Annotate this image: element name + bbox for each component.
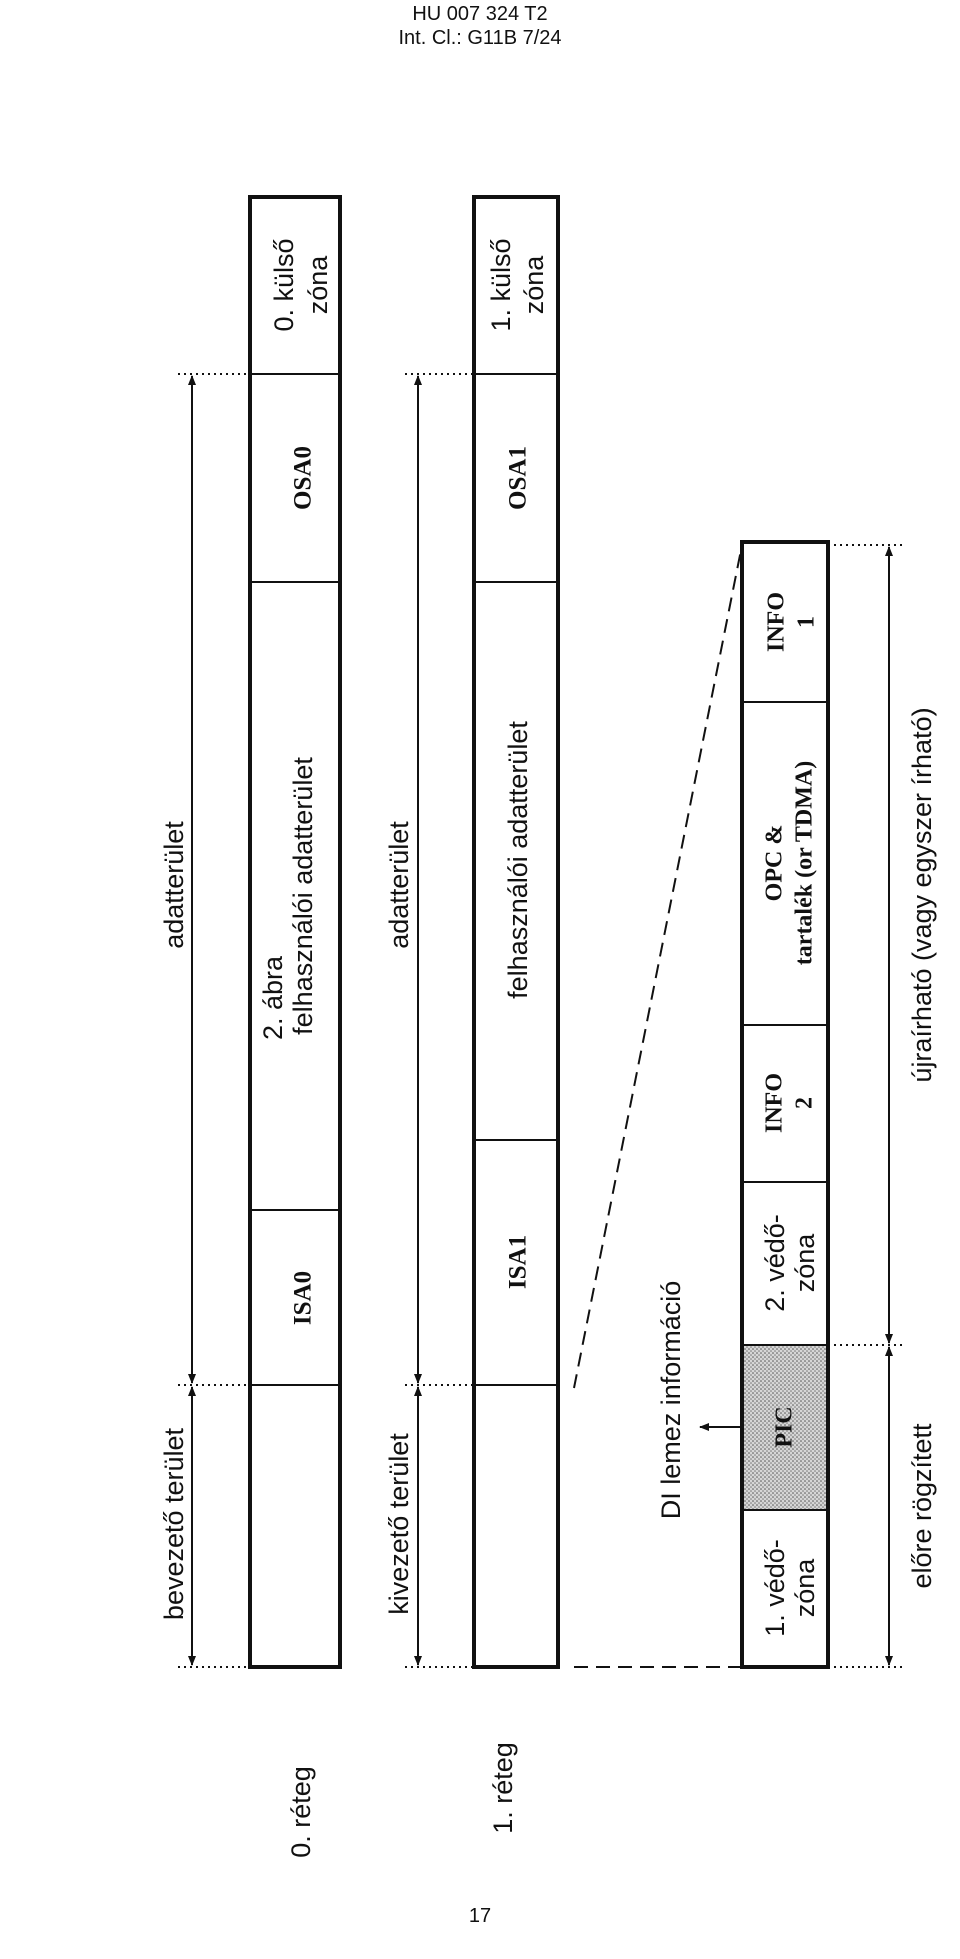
classification: Int. Cl.: G11B 7/24 <box>398 27 562 49</box>
layer1-osa: OSA1 <box>505 446 532 510</box>
figure-title: 2. ábra <box>258 955 288 1040</box>
layer0-bar <box>248 195 342 1669</box>
pic-label: PIC <box>772 1406 798 1447</box>
layer0-leadin-label: bevezető terület <box>159 1427 189 1620</box>
info2-line2: 2 <box>792 1097 818 1109</box>
layer1-isa: ISA1 <box>505 1235 532 1289</box>
guard1-line1: 1. védő- <box>760 1539 790 1637</box>
prerecorded-label: előre rögzített <box>907 1423 937 1589</box>
layer0-boundary-lines <box>178 373 250 1668</box>
layer1-boundary-lines <box>405 373 474 1668</box>
page-number: 17 <box>468 1905 492 1927</box>
guard2-line2: zóna <box>790 1233 820 1293</box>
info2-line1: INFO <box>762 1073 788 1133</box>
layer1-outer-zone-line2: zóna <box>519 255 549 315</box>
layer0-isa: ISA0 <box>290 1271 317 1325</box>
layer0-user-area: felhasználói adatterület <box>288 757 318 1035</box>
guard2-line1: 2. védő- <box>760 1214 790 1312</box>
detail-boundary-lines <box>828 544 905 1668</box>
opc-line2: tartalék (or TDMA) <box>792 761 818 965</box>
layer0-osa: OSA0 <box>290 446 317 510</box>
layer1-data-area-label: adatterület <box>384 821 414 949</box>
zoom-line-upper <box>573 544 743 1389</box>
info1-line2: 1 <box>794 616 820 628</box>
layer0-label: 0. réteg <box>286 1766 316 1858</box>
layer0-outer-zone-line2: zóna <box>303 255 333 315</box>
layer1-user-area: felhasználói adatterület <box>503 721 533 999</box>
pic-zone-fill <box>742 1345 828 1510</box>
opc-line1: OPC & <box>762 825 788 902</box>
layer0-data-area-label: adatterület <box>159 821 189 949</box>
guard1-line2: zóna <box>790 1558 820 1618</box>
info1-line1: INFO <box>764 592 790 652</box>
detail-bar <box>740 540 830 1669</box>
di-info-label: DI lemez információ <box>656 1281 686 1520</box>
layer0-outer-zone-line1: 0. külső <box>269 238 299 331</box>
rewritable-label: újraírható (vagy egyszer írható) <box>907 707 937 1082</box>
layer1-leadout-label: kivezető terület <box>384 1433 414 1615</box>
layer1-label: 1. réteg <box>488 1742 518 1834</box>
document-number: HU 007 324 T2 <box>412 3 548 25</box>
layer1-bar <box>472 195 560 1669</box>
layer1-outer-zone-line1: 1. külső <box>486 238 516 331</box>
